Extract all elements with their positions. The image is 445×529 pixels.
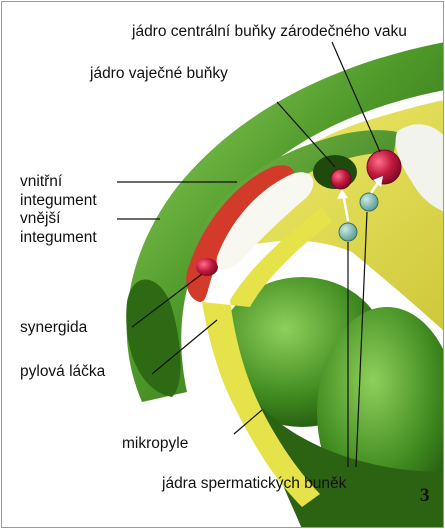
- label-inner-integument: vnitřní integument: [20, 172, 97, 210]
- label-central-cell-nucleus: jádro centrální buňky zárodečného vaku: [132, 22, 407, 41]
- sperm-nucleus-1: [339, 223, 357, 241]
- figure-number: 3: [420, 485, 430, 507]
- label-micropyle: mikropyle: [122, 434, 188, 453]
- label-sperm-nuclei: jádra spermatických buněk: [162, 474, 346, 493]
- sperm-nucleus-2: [360, 193, 378, 211]
- central-cell-nucleus: [367, 150, 401, 184]
- label-pollen-tube: pylová láčka: [20, 362, 105, 381]
- label-outer-integument: vnější integument: [20, 209, 97, 247]
- egg-cell-nucleus: [331, 169, 351, 189]
- label-egg-cell-nucleus: jádro vaječné buňky: [90, 64, 228, 83]
- label-synergid: synergida: [20, 318, 87, 337]
- synergid-cell: [196, 258, 218, 276]
